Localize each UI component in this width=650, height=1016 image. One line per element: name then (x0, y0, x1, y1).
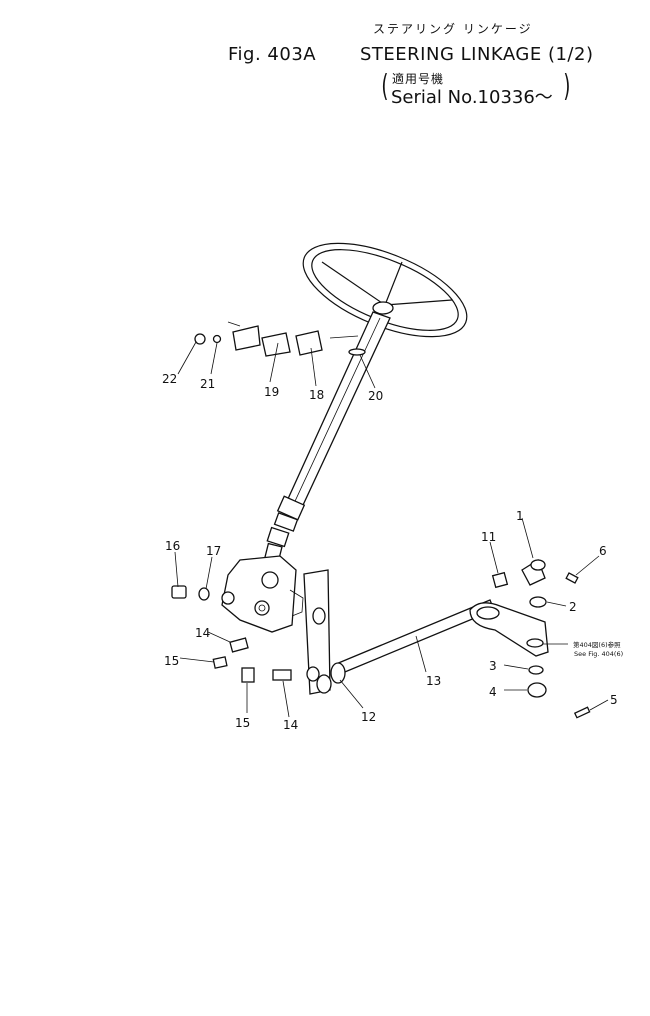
callout-15-lower: 15 (235, 716, 250, 730)
callout-4: 4 (489, 685, 497, 699)
leader-lines (174, 341, 609, 718)
title-english: STEERING LINKAGE (1/2) (360, 44, 594, 65)
figure-number: Fig. 403A (228, 44, 317, 65)
callout-13: 13 (426, 674, 441, 688)
callout-14-lower: 14 (283, 718, 298, 732)
callout-12: 12 (361, 710, 376, 724)
callout-19: 19 (264, 385, 279, 399)
steering-column (263, 311, 391, 566)
bracket-left: ( (381, 69, 389, 104)
bolts-and-nuts (171, 585, 292, 683)
callout-labels: 1 2 3 4 5 6 11 12 13 14 14 15 15 16 17 1… (162, 372, 618, 732)
reference-note-en: See Fig. 404(6) (574, 650, 623, 658)
callout-1: 1 (516, 509, 524, 523)
drag-link (316, 599, 495, 694)
serial-japanese: 適用号機 (392, 72, 445, 86)
callout-21: 21 (200, 377, 215, 391)
callout-6: 6 (599, 544, 607, 558)
callout-5: 5 (610, 693, 618, 707)
serial-number: Serial No.10336～ (391, 87, 553, 108)
callout-18: 18 (309, 388, 324, 402)
knuckle-arm (469, 602, 549, 657)
title-japanese: ステアリング リンケージ (373, 22, 533, 36)
callout-11: 11 (481, 530, 496, 544)
callout-2: 2 (569, 600, 577, 614)
reference-note-jp: 第404図(6)参照 (573, 640, 621, 649)
callout-22: 22 (162, 372, 177, 386)
column-brackets (194, 321, 366, 357)
callout-14-upper: 14 (195, 626, 210, 640)
ball-joint-hardware (491, 559, 591, 719)
callout-20: 20 (368, 389, 383, 403)
bracket-right: ) (563, 69, 571, 104)
callout-15-left: 15 (164, 654, 179, 668)
reference-note: 第404図(6)参照 See Fig. 404(6) (573, 640, 623, 658)
callout-16: 16 (165, 539, 180, 553)
steering-gearbox (221, 555, 304, 633)
callout-17: 17 (206, 544, 221, 558)
callout-3: 3 (489, 659, 497, 673)
